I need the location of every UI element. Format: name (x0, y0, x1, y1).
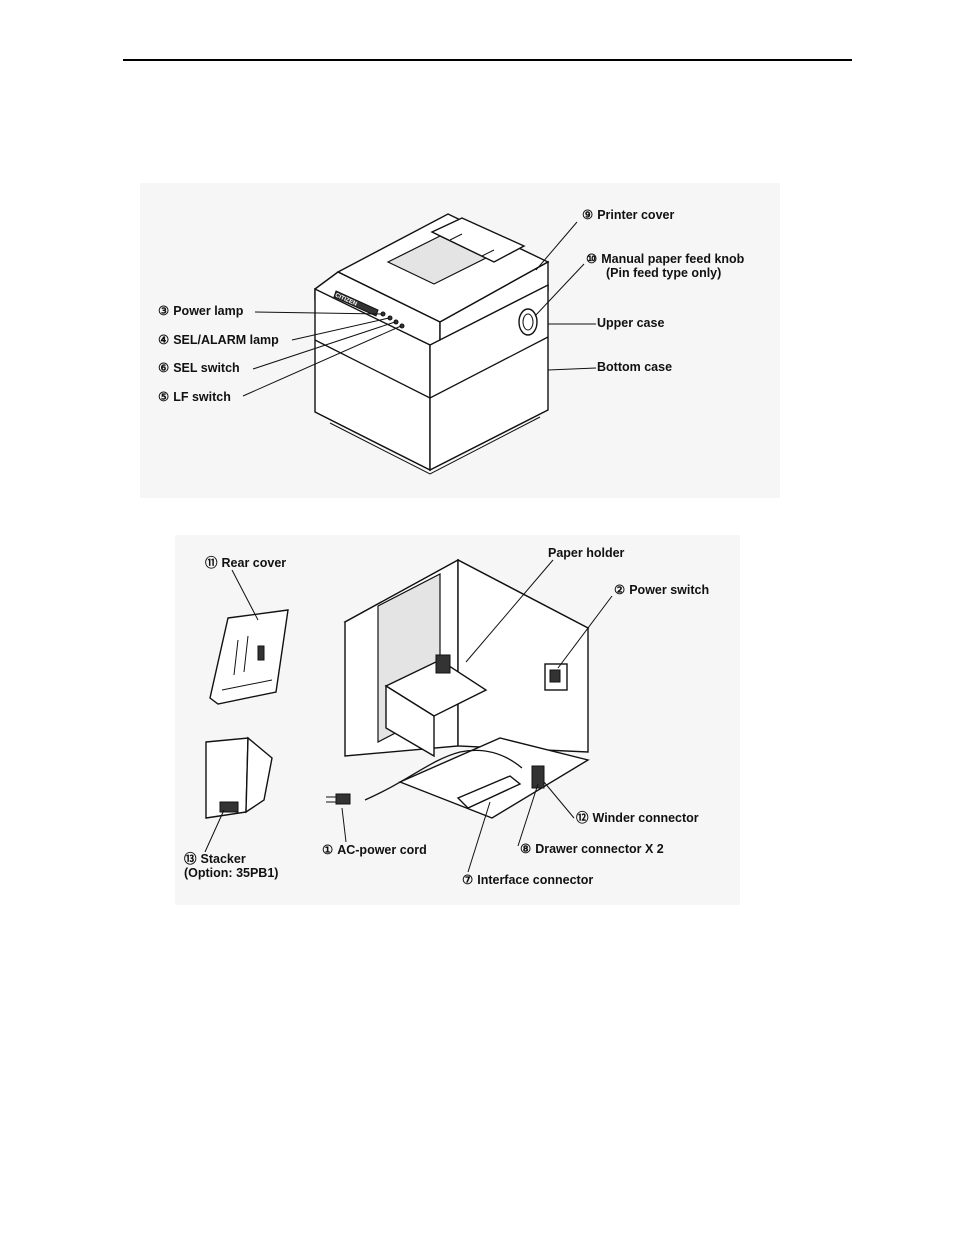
rear-cover-shape (209, 609, 289, 705)
leader-sel-alarm-lamp (291, 317, 390, 341)
leader-interface-connector (467, 801, 491, 873)
leader-lf-switch (242, 325, 402, 397)
label-paper-holder: Paper holder (548, 546, 625, 560)
base-tray (398, 737, 590, 819)
leader-ac-power-cord (341, 807, 347, 843)
leader-winder-connector (543, 781, 575, 819)
leader-stacker (204, 809, 225, 853)
leader-power-lamp (254, 311, 383, 315)
leader-paper-holder (465, 559, 554, 663)
leader-sel-switch (252, 321, 396, 370)
leader-rear-cover (231, 569, 259, 621)
leader-printer-cover (535, 221, 578, 271)
label-upper-case: Upper case (597, 316, 665, 330)
manual-paper-feed-knob (518, 308, 538, 336)
header-rule (123, 59, 852, 61)
label-bottom-case: Bottom case (597, 360, 673, 374)
interface-connector-shape (456, 775, 522, 809)
leader-drawer-connector (517, 783, 539, 847)
leader-manual-knob (534, 263, 585, 317)
drawer-connector-shape (531, 765, 545, 789)
paper-slot (430, 217, 526, 263)
rear-body-right (457, 558, 589, 753)
ac-plug (335, 793, 351, 805)
ac-power-cord-shape (364, 749, 523, 801)
paper-holder-grille (435, 654, 451, 674)
leader-bottom-case (547, 367, 597, 371)
leader-power-switch (557, 595, 613, 669)
control-panel-strip (333, 290, 379, 317)
